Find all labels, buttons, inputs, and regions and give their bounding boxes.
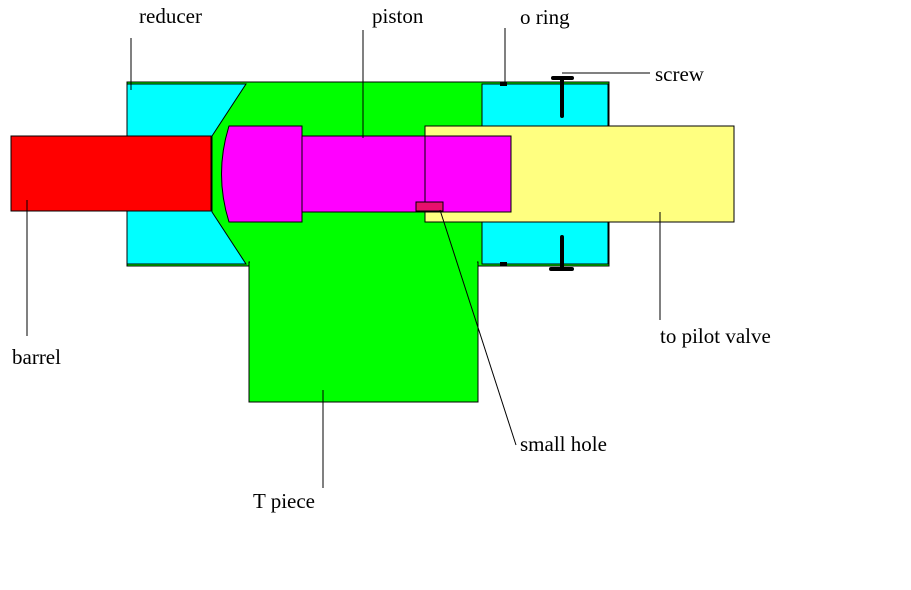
label-small-hole: small hole	[520, 432, 607, 456]
piston-shape	[221, 125, 512, 223]
label-barrel: barrel	[12, 345, 61, 369]
label-to-pilot-valve: to pilot valve	[660, 324, 771, 348]
leader-lines	[26, 28, 661, 488]
o-ring-bottom	[500, 262, 507, 266]
label-piston: piston	[372, 4, 424, 28]
label-screw: screw	[655, 62, 704, 86]
screw-bottom	[549, 235, 574, 271]
small-hole-shape	[415, 201, 444, 212]
barrel-shape	[10, 135, 212, 212]
o-ring-top	[500, 82, 507, 86]
label-o-ring: o ring	[520, 5, 570, 29]
label-t-piece: T piece	[253, 489, 315, 513]
screw-top	[551, 76, 574, 118]
label-reducer: reducer	[139, 4, 202, 28]
